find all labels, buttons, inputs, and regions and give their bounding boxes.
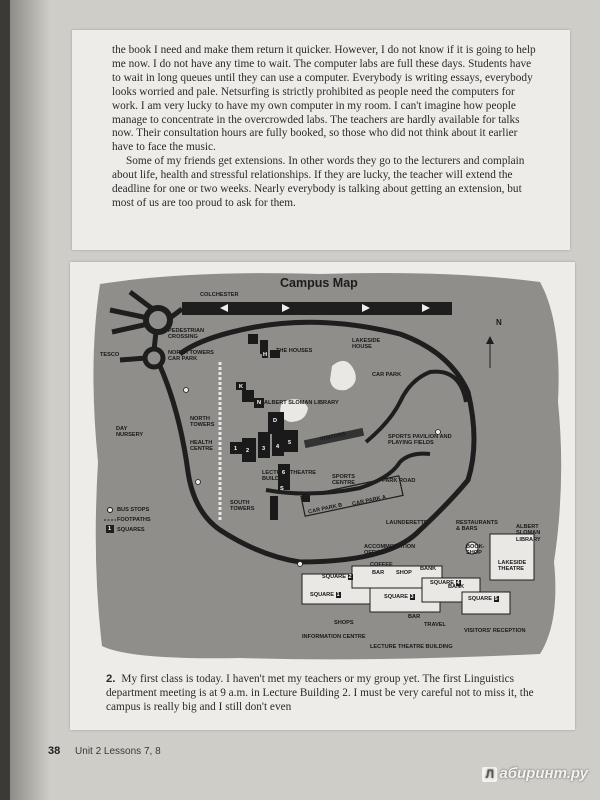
road-arrows — [220, 304, 430, 312]
exercise-2: 2.My first class is today. I haven't met… — [106, 672, 546, 714]
building-number-5: 5 — [288, 440, 292, 446]
label-travel: TRAVEL — [424, 622, 446, 628]
map-background — [93, 273, 562, 660]
label-bank-2: BANK — [448, 584, 465, 590]
label-visitors-reception: VISITORS' RECEPTION — [464, 628, 526, 634]
label-sports-pavilion: SPORTS PAVILION AND PLAYING FIELDS — [388, 434, 452, 447]
square-5-label: SQUARE 5 — [468, 596, 499, 602]
bookshop-marker — [465, 541, 479, 555]
label-bar-2: BAR — [408, 614, 421, 620]
square-4-label: SQUARE 4 — [430, 580, 461, 586]
page-number: 38 — [48, 745, 61, 757]
label-the-houses: THE HOUSES — [276, 348, 313, 354]
label-albert-sloman-library: ALBERT SLOMAN LIBRARY — [264, 400, 339, 406]
label-north-towers: NORTH TOWERS — [190, 416, 215, 429]
square-2-label: SQUARE 2 — [322, 574, 353, 580]
legend-squares: SQUARES — [117, 527, 145, 533]
label-park-road: PARK ROAD — [382, 478, 416, 484]
bus-stops — [183, 387, 441, 567]
label-car-park: CAR PARK — [372, 372, 402, 378]
label-bookshop: BOOK-SHOP — [466, 544, 485, 557]
label-coffee: COFFEE — [370, 562, 393, 568]
label-south-towers: SOUTH TOWERS — [230, 500, 255, 513]
watermark-badge: Л — [482, 767, 498, 782]
ring-road — [157, 319, 477, 565]
label-colchester: COLCHESTER — [200, 292, 239, 298]
label-lecture-theatre-building: LECTURE THEATRE BUILDING — [262, 470, 316, 483]
label-accommodation-office: ACCOMMODATION OFFICE — [364, 544, 416, 557]
north-arrow-head — [486, 336, 494, 344]
text-box: the book I need and make them return it … — [72, 30, 570, 250]
book-page: the book I need and make them return it … — [10, 0, 600, 800]
building-number-6: 6 — [282, 470, 286, 476]
legend-square-number: 1 — [108, 526, 112, 532]
legend-square-mark — [106, 525, 114, 533]
main-road — [182, 302, 452, 315]
building-letter-d: D — [272, 418, 279, 425]
label-restaurants-bars: RESTAURANTS & BARS — [456, 520, 498, 533]
label-shop: SHOP — [396, 570, 412, 576]
label-information-centre: INFORMATION CENTRE — [302, 634, 366, 640]
label-lakeside-house: LAKESIDE HOUSE — [352, 338, 381, 351]
page-footer: 38 Unit 2 Lessons 7, 8 — [48, 745, 161, 757]
building-letter-h: H — [262, 352, 269, 359]
unit-label: Unit 2 Lessons 7, 8 — [75, 746, 161, 757]
building-letter-k: K — [238, 384, 245, 391]
building-number-4: 4 — [276, 444, 280, 450]
north-label: N — [496, 318, 502, 327]
car-parks-outline — [300, 475, 404, 517]
campus-map-box: Campus Map N COLCHESTER PEDESTRIAN CROSS… — [70, 262, 575, 730]
building-letter-s: S — [280, 486, 284, 492]
building-number-3: 3 — [262, 446, 266, 452]
label-launderette: LAUNDERETTE — [386, 520, 428, 526]
lake-1 — [330, 360, 356, 391]
campus-map: Campus Map N COLCHESTER PEDESTRIAN CROSS… — [70, 262, 575, 664]
label-albert-sloman-library-2: ALBERT SLOMAN LIBRARY — [516, 524, 541, 543]
label-health-centre: HEALTH CENTRE — [190, 440, 213, 453]
exercise-text: My first class is today. I haven't met m… — [106, 673, 534, 713]
label-day-nursery: DAY NURSERY — [116, 426, 144, 439]
lake-2 — [280, 399, 308, 422]
paragraph-2: Some of my friends get extensions. In ot… — [112, 155, 525, 209]
paragraph-1: the book I need and make them return it … — [112, 44, 536, 154]
squares-complex — [301, 533, 535, 615]
label-shops: SHOPS — [334, 620, 354, 626]
label-north-towers-car-park: NORTH TOWERS CAR PARK — [168, 350, 214, 363]
label-lakeside-theatre: LAKESIDE THEATRE — [498, 560, 527, 573]
square-1-label: SQUARE 1 — [310, 592, 341, 598]
building-number-2: 2 — [246, 448, 250, 454]
label-pedestrian-crossing: PEDESTRIAN CROSSING — [168, 328, 205, 341]
legend-bus-stop-mark — [107, 507, 113, 513]
building-letter-n: N — [256, 400, 263, 407]
building-number-1: 1 — [234, 446, 238, 452]
exercise-number: 2. — [106, 673, 116, 685]
map-title: Campus Map — [280, 276, 358, 290]
square-3-label: SQUARE 3 — [384, 594, 415, 600]
visitors-strip — [303, 427, 365, 449]
label-bar: BAR — [372, 570, 385, 576]
inner-road — [364, 369, 468, 444]
diary-text: the book I need and make them return it … — [112, 44, 536, 211]
label-sports-centre: SPORTS CENTRE — [332, 474, 356, 487]
map-graphic — [93, 273, 562, 660]
legend-footpaths: FOOTPATHS — [117, 517, 151, 523]
approach-roads — [109, 290, 184, 363]
legend-bus-stops: BUS STOPS — [117, 507, 150, 513]
label-tesco: TESCO — [100, 352, 120, 358]
label-bank-1: BANK — [420, 566, 437, 572]
watermark-text: абиринт.ру — [499, 765, 588, 782]
label-lecture-theatre-building-2: LECTURE THEATRE BUILDING — [370, 644, 453, 650]
